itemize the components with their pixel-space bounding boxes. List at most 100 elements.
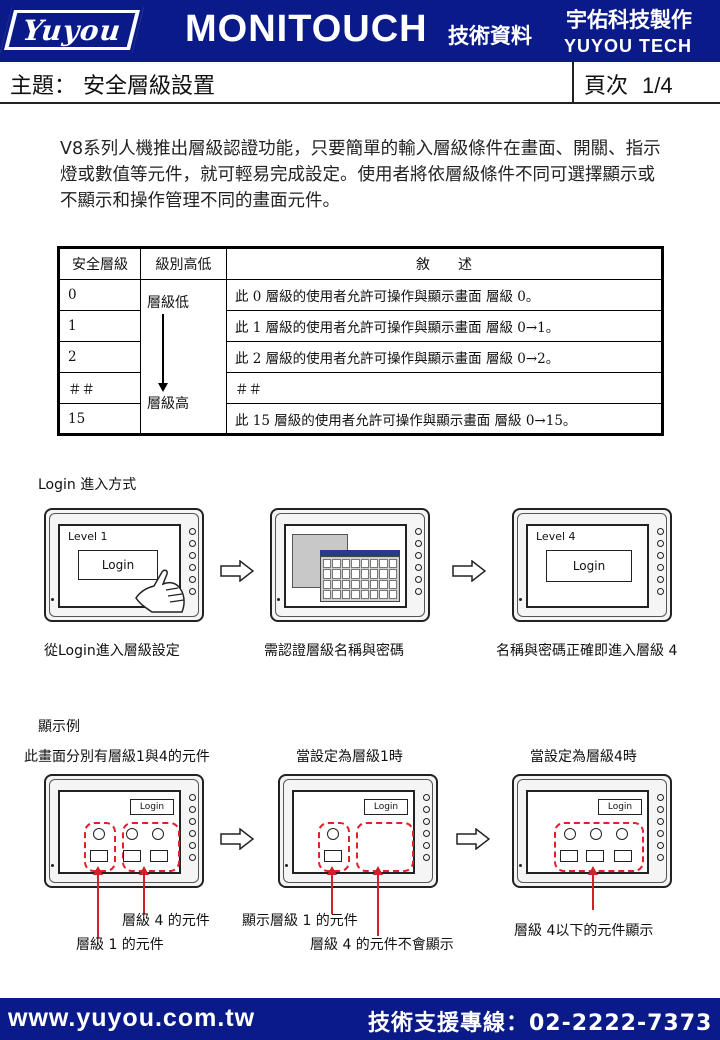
hmi-side-buttons xyxy=(657,794,665,866)
table-row: ＃＃ ＃＃ xyxy=(58,372,663,404)
hmi-screen: Login xyxy=(526,790,649,874)
login-button[interactable]: Login xyxy=(598,799,642,815)
pointer-level1-parts xyxy=(93,866,103,938)
desc-cell: 此 15 層級的使用者允許可操作與顯示畫面 層級 0→15。 xyxy=(226,403,663,435)
display-panel1-title: 此畫面分別有層級1與4的元件 xyxy=(24,749,210,765)
rank-arrow-cell: 層級低 層級高 xyxy=(140,279,227,435)
onscreen-keyboard xyxy=(320,556,400,602)
hand-pointer-icon xyxy=(135,569,185,613)
lamp-icon xyxy=(616,828,628,840)
power-led xyxy=(285,864,288,867)
switch-icon xyxy=(560,850,578,862)
lamp-icon xyxy=(564,828,576,840)
login-button[interactable]: Login xyxy=(364,799,408,815)
brand-cn: 宇佑科技製作 xyxy=(566,8,692,32)
security-level-table: 安全層級 級別高低 敘 述 0 層級低 層級高 此 0 層級的使用者允許可操作與… xyxy=(57,246,664,436)
switch-icon xyxy=(614,850,632,862)
desc-cell: 此 0 層級的使用者允許可操作與顯示畫面 層級 0。 xyxy=(226,279,663,311)
intro-paragraph: V8系列人機推出層級認證功能，只要簡單的輸入層級條件在畫面、開關、指示燈或數值等… xyxy=(60,139,661,211)
table-row: 15 此 15 層級的使用者允許可操作與顯示畫面 層級 0→15。 xyxy=(58,403,663,435)
topic-divider xyxy=(572,62,574,104)
footer-bar: www.yuyou.com.tw 技術支援專線：02-2222-7373 xyxy=(0,998,720,1040)
footer-url[interactable]: www.yuyou.com.tw xyxy=(8,1004,256,1032)
all-parts-outline xyxy=(554,822,644,872)
header-description: 敘 述 xyxy=(226,247,663,280)
level-cell: 1 xyxy=(58,310,141,342)
level-text: Level 1 xyxy=(68,530,108,543)
desc-cell: 此 1 層級的使用者允許可操作與顯示畫面 層級 0→1。 xyxy=(226,310,663,342)
level4-hidden-outline xyxy=(356,822,414,872)
label-show-level1: 顯示層級 1 的元件 xyxy=(242,913,358,929)
level-cell: 2 xyxy=(58,341,141,373)
display-panel2-title: 當設定為層級1時 xyxy=(296,749,403,765)
power-led xyxy=(519,598,522,601)
hmi-side-buttons xyxy=(415,528,423,600)
header-bar: Yuyou MONITOUCH 技術資料 宇佑科技製作 YUYOU TECH xyxy=(0,0,720,62)
level-cell: ＃＃ xyxy=(58,372,141,404)
header-security-level: 安全層級 xyxy=(58,247,141,280)
login-section-title: Login 進入方式 xyxy=(38,477,137,493)
hmi-side-buttons xyxy=(189,528,197,600)
header-title: MONITOUCH xyxy=(185,8,428,50)
lamp-icon xyxy=(126,828,138,840)
pointer-level4-parts xyxy=(139,866,149,914)
keyboard-titlebar xyxy=(320,550,400,556)
logo-text: Yuyou xyxy=(21,13,123,47)
desc-cell: ＃＃ xyxy=(226,372,663,404)
login-button[interactable]: Login xyxy=(78,550,158,580)
caption-enter-level4: 名稱與密碼正確即進入層級 4 xyxy=(496,643,678,659)
level-high-label: 層級高 xyxy=(147,396,189,412)
login-button[interactable]: Login xyxy=(130,799,174,815)
hmi-panel-level1-view: Login xyxy=(278,774,438,888)
level-cell: 15 xyxy=(58,403,141,435)
pointer-below-level4 xyxy=(588,866,598,910)
outline-arrow-icon xyxy=(452,560,486,582)
level4-group-outline xyxy=(122,822,180,872)
page-label: 頁次 xyxy=(584,74,629,99)
display-section-title: 顯示例 xyxy=(38,719,80,735)
login-button[interactable]: Login xyxy=(546,550,632,582)
lamp-icon xyxy=(152,828,164,840)
down-arrow-icon xyxy=(158,314,168,392)
power-led xyxy=(277,598,280,601)
topic-bar: 主題： 安全層級設置 頁次 1/4 xyxy=(0,62,720,104)
outline-arrow-icon xyxy=(220,828,254,850)
header-level-rank: 級別高低 xyxy=(140,247,227,280)
switch-icon xyxy=(324,850,342,862)
hmi-side-buttons xyxy=(423,794,431,866)
page-indicator: 頁次 1/4 xyxy=(584,68,673,100)
page-number: 1/4 xyxy=(642,73,673,98)
footer-hotline: 技術支援專線：02-2222-7373 xyxy=(368,1011,713,1036)
level-low-label: 層級低 xyxy=(147,295,189,311)
brand-en: YUYOU TECH xyxy=(564,36,693,56)
hmi-screen: Level 1 Login xyxy=(58,524,185,613)
outline-arrow-icon xyxy=(220,560,254,582)
outline-arrow-icon xyxy=(456,828,490,850)
table-row: 0 層級低 層級高 此 0 層級的使用者允許可操作與顯示畫面 層級 0。 xyxy=(58,279,663,435)
pointer-hide-level4 xyxy=(373,866,383,936)
caption-login-entry: 從Login進入層級設定 xyxy=(44,643,180,659)
table-header-row: 安全層級 級別高低 敘 述 xyxy=(58,247,663,280)
label-level1-parts: 層級 1 的元件 xyxy=(76,937,164,953)
pointer-show-level1 xyxy=(327,866,337,914)
hmi-screen: Login xyxy=(292,790,415,874)
switch-icon xyxy=(123,850,141,862)
hmi-panel-keyboard xyxy=(270,508,430,622)
hmi-side-buttons xyxy=(657,528,665,600)
hmi-screen xyxy=(284,524,407,608)
power-led xyxy=(51,864,54,867)
hmi-panel-level4: Level 4 Login xyxy=(512,508,672,622)
power-led xyxy=(51,598,54,601)
display-panel3-title: 當設定為層級4時 xyxy=(530,749,637,765)
switch-icon xyxy=(150,850,168,862)
label-level4-parts: 層級 4 的元件 xyxy=(122,913,210,929)
label-hide-level4: 層級 4 的元件不會顯示 xyxy=(310,937,454,953)
hmi-panel-all-parts: Login xyxy=(44,774,204,888)
yuyou-logo: Yuyou xyxy=(0,7,144,53)
label-below-level4: 層級 4以下的元件顯示 xyxy=(514,923,654,939)
level-text: Level 4 xyxy=(536,530,576,543)
hmi-side-buttons xyxy=(189,794,197,866)
lamp-icon xyxy=(93,828,105,840)
switch-icon xyxy=(586,850,604,862)
topic-title: 主題： 安全層級設置 xyxy=(10,74,215,99)
